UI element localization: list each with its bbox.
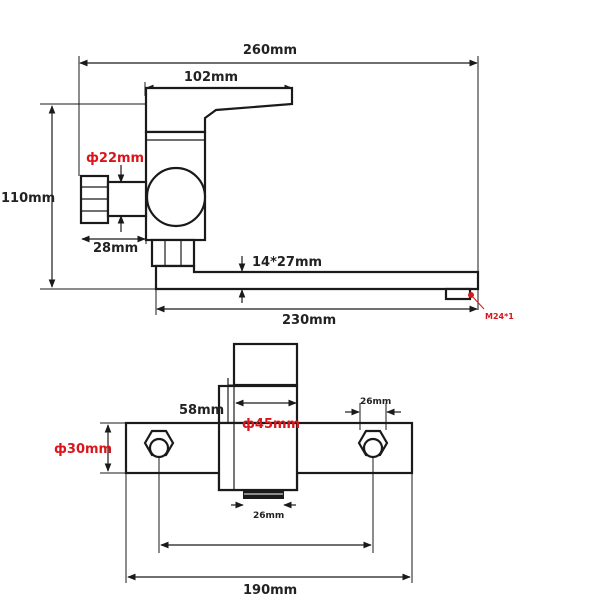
body-column-front — [217, 421, 299, 492]
spout-height-label: 14*27mm — [252, 255, 322, 270]
height-label: 110mm — [1, 191, 55, 206]
body-diameter-label: ф45mm — [242, 417, 300, 432]
top-view: 58mm ф45mm ф30mm 26mm 26mm 190mm — [54, 342, 414, 598]
body-height-label: 58mm — [179, 403, 224, 418]
nut-size-label: 26mm — [360, 397, 391, 407]
bar-width-label: 190mm — [243, 583, 297, 598]
side-view: 260mm 102mm 110mm ф22mm 28mm — [1, 43, 514, 328]
outlet-nut — [150, 238, 196, 268]
bottom-nut-size-label: 26mm — [253, 511, 284, 521]
top-cap — [232, 342, 299, 387]
right-nut-bore — [362, 437, 384, 459]
inlet-diameter-label: ф22mm — [86, 151, 144, 166]
inlet-pipe — [106, 180, 148, 218]
spout-length-label: 230mm — [282, 313, 336, 328]
bar-diameter-label: ф30mm — [54, 442, 112, 457]
spout — [154, 264, 480, 291]
thread-label: M24*1 — [485, 312, 514, 321]
lever-handle — [144, 86, 294, 134]
left-nut-bore — [148, 437, 170, 459]
handle-length-label: 102mm — [184, 70, 238, 85]
overall-width-label: 260mm — [243, 43, 297, 58]
valve-body-circle — [145, 166, 207, 228]
thread-leader-line — [470, 294, 485, 310]
inlet-length-label: 28mm — [93, 241, 138, 256]
spout-aerator — [444, 287, 472, 301]
